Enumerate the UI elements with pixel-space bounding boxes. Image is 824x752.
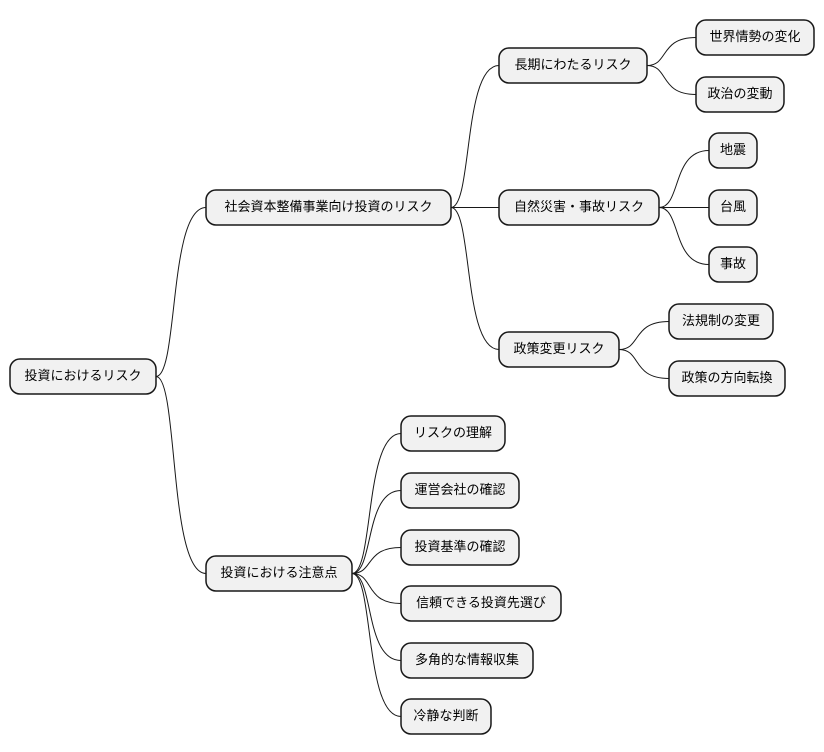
node-investment-caution: 投資における注意点 [205, 555, 353, 592]
node-policy-shift-label: 政策の方向転換 [681, 370, 772, 386]
node-disaster-risk: 自然災害・事故リスク [498, 189, 660, 226]
edge-investment-caution-to-check-criteria [351, 547, 402, 574]
node-earthquake-label: 地震 [720, 143, 746, 158]
node-calm-judgment-label: 冷静な判断 [413, 709, 478, 724]
node-infrastructure-risk: 社会資本整備事業向け投資のリスク [205, 189, 452, 226]
node-long-term-risk: 長期にわたるリスク [498, 47, 648, 84]
node-trusted-investment-label: 信頼できる投資先選び [416, 595, 546, 611]
node-diverse-info: 多角的な情報収集 [400, 642, 534, 679]
node-understand-risk-label: リスクの理解 [414, 426, 492, 441]
edge-root-to-infrastructure-risk [155, 207, 207, 377]
edge-investment-caution-to-calm-judgment [351, 573, 402, 717]
node-typhoon-label: 台風 [720, 200, 746, 215]
edge-investment-caution-to-diverse-info [351, 573, 402, 661]
node-political-change-label: 政治の変動 [707, 86, 772, 102]
node-accident-label: 事故 [720, 257, 746, 272]
node-disaster-risk-label: 自然災害・事故リスク [514, 199, 644, 215]
edge-root-to-investment-caution [155, 376, 207, 574]
mindmap-edges [155, 37, 710, 717]
edge-infrastructure-risk-to-policy-risk [450, 207, 500, 350]
node-check-operator-label: 運営会社の確認 [414, 482, 505, 498]
node-calm-judgment: 冷静な判断 [400, 698, 492, 735]
node-check-criteria-label: 投資基準の確認 [414, 539, 505, 555]
node-world-situation: 世界情勢の変化 [695, 19, 815, 56]
node-root: 投資におけるリスク [9, 358, 157, 395]
node-political-change: 政治の変動 [695, 76, 785, 113]
node-earthquake: 地震 [708, 132, 758, 169]
node-typhoon: 台風 [708, 189, 758, 226]
node-check-operator: 運営会社の確認 [400, 472, 520, 509]
edge-long-term-risk-to-world-situation [646, 37, 697, 66]
node-law-change: 法規制の変更 [668, 303, 774, 340]
node-diverse-info-label: 多角的な情報収集 [415, 652, 519, 668]
edge-investment-caution-to-check-operator [351, 490, 402, 574]
edge-policy-risk-to-policy-shift [618, 349, 670, 379]
edge-infrastructure-risk-to-long-term-risk [450, 65, 500, 208]
edge-investment-caution-to-understand-risk [351, 433, 402, 574]
node-accident: 事故 [708, 246, 758, 283]
node-policy-risk: 政策変更リスク [498, 331, 620, 368]
node-law-change-label: 法規制の変更 [682, 313, 760, 329]
node-infrastructure-risk-label: 社会資本整備事業向け投資のリスク [224, 199, 432, 215]
node-world-situation-label: 世界情勢の変化 [709, 29, 800, 45]
edge-long-term-risk-to-political-change [646, 65, 697, 95]
edge-investment-caution-to-trusted-investment [351, 573, 402, 604]
node-understand-risk: リスクの理解 [400, 415, 506, 452]
node-investment-caution-label: 投資における注意点 [220, 565, 337, 581]
node-trusted-investment: 信頼できる投資先選び [400, 585, 562, 622]
node-check-criteria: 投資基準の確認 [400, 529, 520, 566]
edge-disaster-risk-to-accident [658, 207, 710, 265]
node-policy-risk-label: 政策変更リスク [513, 341, 604, 357]
node-long-term-risk-label: 長期にわたるリスク [514, 58, 631, 73]
edge-policy-risk-to-law-change [618, 321, 670, 350]
node-root-label: 投資におけるリスク [24, 368, 141, 384]
edge-disaster-risk-to-earthquake [658, 150, 710, 208]
node-policy-shift: 政策の方向転換 [668, 360, 786, 397]
